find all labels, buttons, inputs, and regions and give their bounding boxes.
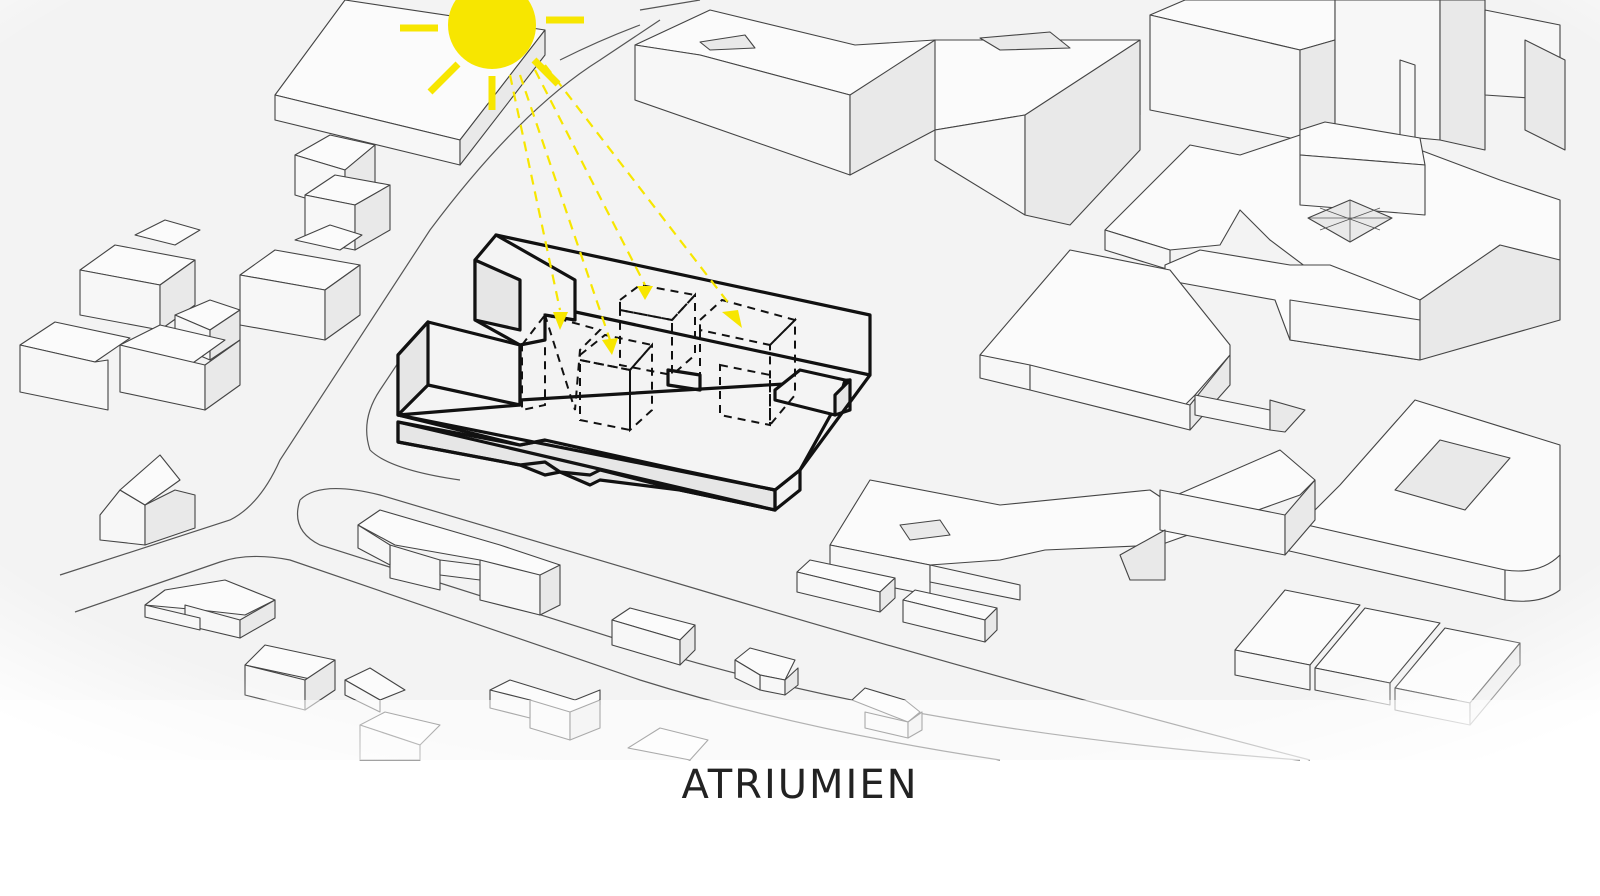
diagram-caption: ATRIUMIEN — [681, 762, 919, 808]
bottom-fade — [0, 700, 1600, 760]
edge-fade — [0, 0, 1600, 760]
